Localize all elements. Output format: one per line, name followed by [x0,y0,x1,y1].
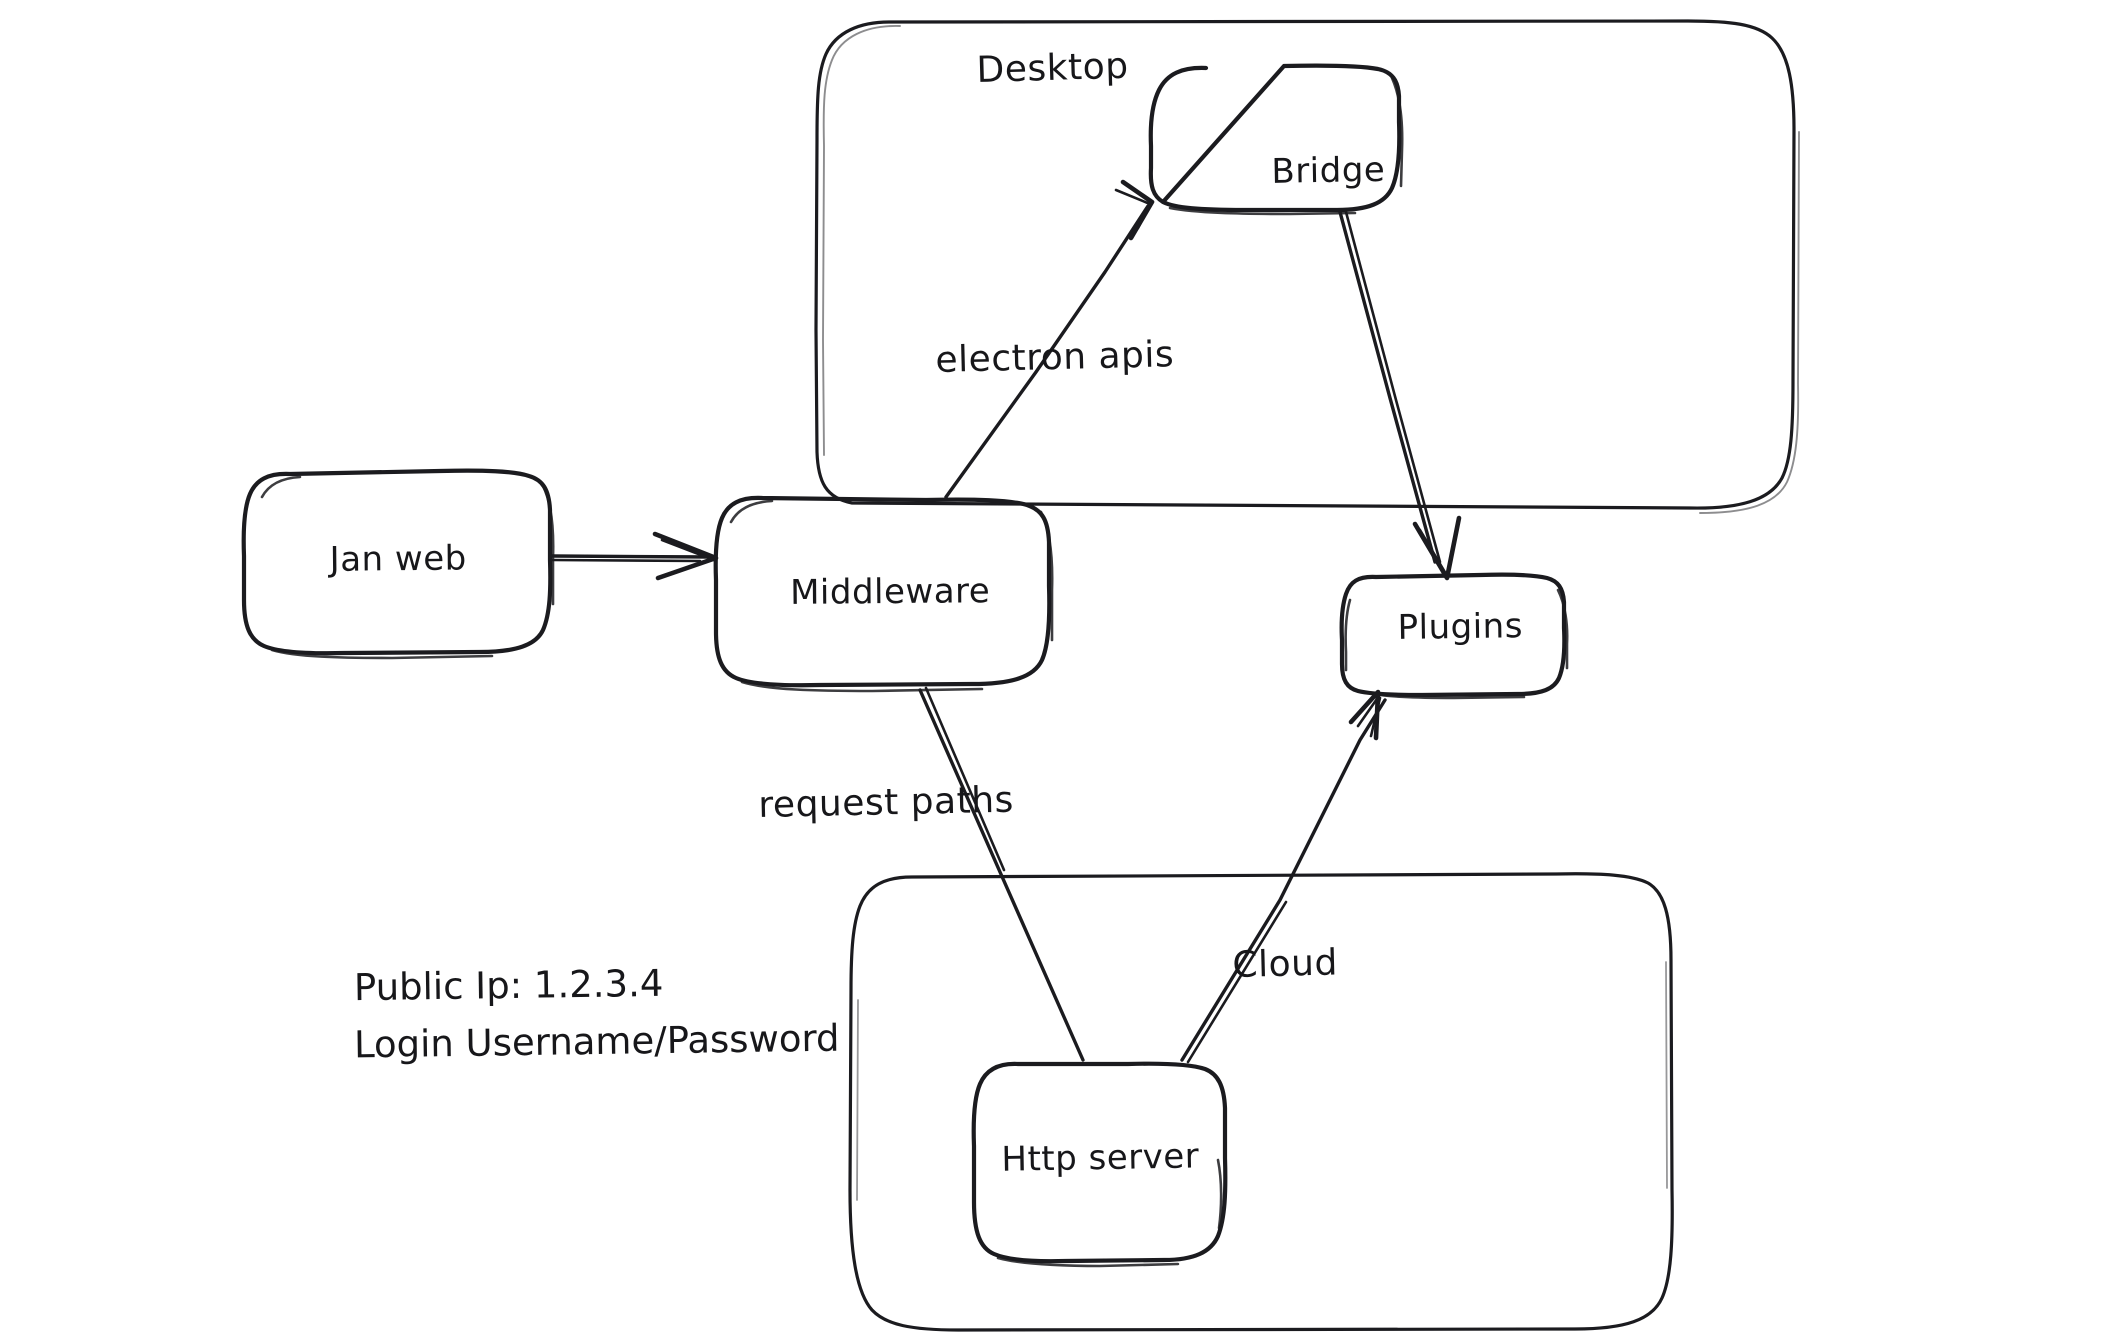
edge-label-request-paths: request paths [758,779,1015,826]
http-server-node-shape[interactable] [971,1061,1228,1268]
bridge-node-label: Bridge [1271,149,1386,192]
edge-middleware-to-httpserver [918,686,1085,1062]
edge-bridge-to-plugins [1338,210,1462,581]
middleware-node-shape[interactable] [713,495,1054,693]
public-ip-note: Public Ip: 1.2.3.4 [353,961,664,1010]
login-credentials-note: Login Username/Password [353,1016,840,1067]
desktop-container-shape [814,19,1800,514]
http-server-node-label: Http server [1001,1136,1200,1180]
edge-middleware-to-bridge [944,179,1155,499]
middleware-node-label: Middleware [789,571,991,613]
edge-httpserver-to-plugins [1180,689,1387,1064]
cloud-container-shape [848,872,1674,1332]
jan-web-node-label: Jan web [329,538,467,580]
plugins-node-shape[interactable] [1339,572,1569,700]
jan-web-node-shape[interactable] [241,468,555,660]
edge-label-electron-apis: electron apis [935,334,1175,381]
plugins-node-label: Plugins [1397,606,1524,648]
desktop-container-label: Desktop [976,45,1130,91]
edge-label-cloud: Cloud [1232,942,1339,986]
edge-janweb-to-middleware [550,531,719,581]
bridge-node-shape[interactable] [1148,63,1404,216]
